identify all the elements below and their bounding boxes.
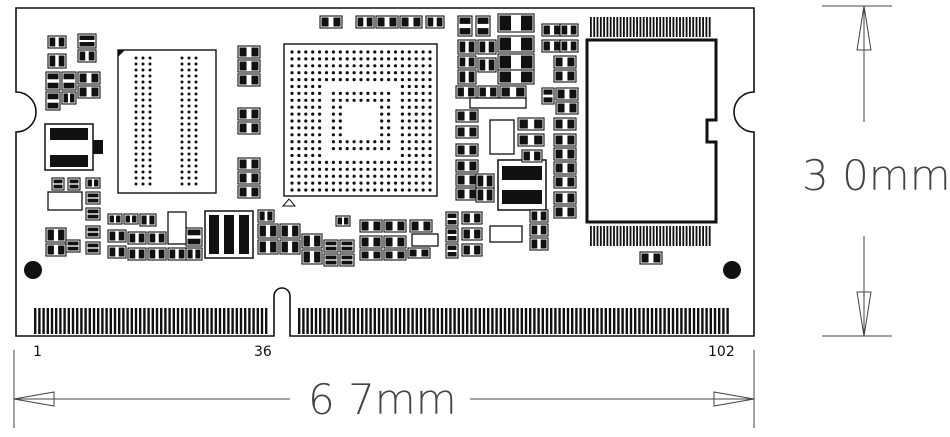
height-dimension-label: 3 0mm <box>802 151 950 200</box>
inductor-center <box>204 210 254 259</box>
width-dimension: 6 7mm <box>13 350 755 428</box>
mounting-hole-left <box>24 261 42 279</box>
edge-connector-left <box>34 308 268 334</box>
passive-components <box>45 13 663 267</box>
edge-connector-right <box>298 308 729 334</box>
pin-label-first: 1 <box>33 344 42 360</box>
regulator-right <box>497 159 547 211</box>
sdram-chip <box>117 49 217 194</box>
sot-packages <box>47 97 527 247</box>
nand-flash-chip <box>585 17 718 246</box>
mounting-hole-right <box>723 261 741 279</box>
pin-label-last: 102 <box>708 344 735 360</box>
height-dimension: 3 0mm <box>802 5 950 337</box>
pin-label-notch: 36 <box>254 344 272 360</box>
width-dimension-label: 6 7mm <box>308 375 457 424</box>
cpu-bga-chip <box>281 43 438 207</box>
inductor-left <box>44 123 103 171</box>
